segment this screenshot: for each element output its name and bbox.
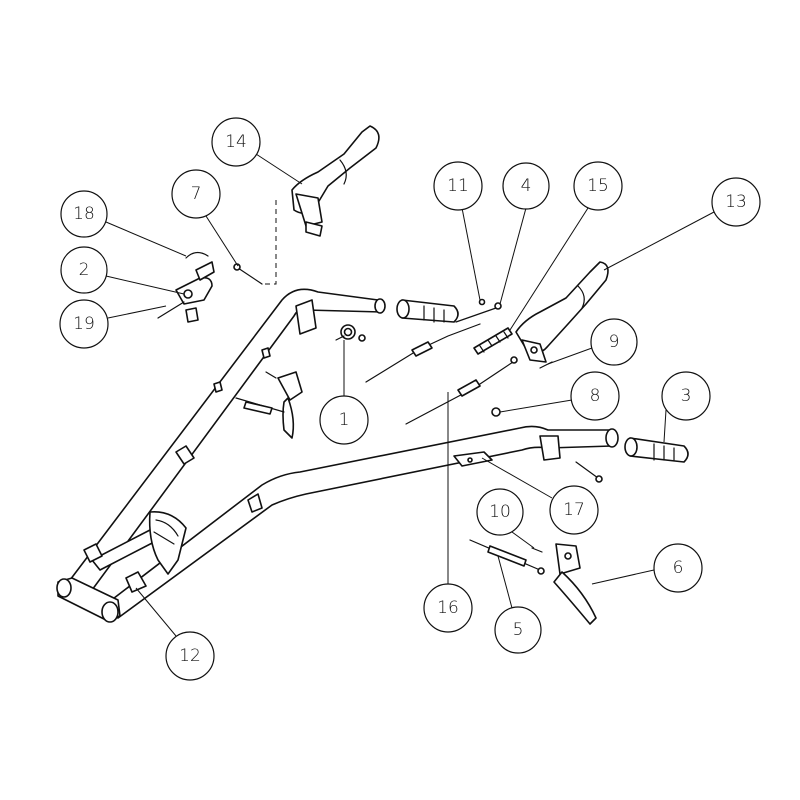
callout-11-label: 11 — [447, 176, 469, 196]
callout-14-label: 14 — [225, 132, 247, 152]
callout-13 — [711, 177, 761, 227]
callout-13-label: 13 — [725, 192, 747, 212]
callout-7-label: 7 — [191, 184, 202, 204]
callout-12 — [165, 631, 215, 681]
small-parts — [157, 125, 689, 625]
callout-11 — [433, 161, 483, 211]
callout-8-label: 8 — [590, 386, 601, 406]
callout-17 — [549, 485, 599, 535]
callout-19 — [59, 299, 109, 349]
callout-3 — [661, 371, 711, 421]
handle-frame — [56, 288, 619, 623]
callout-16 — [423, 583, 473, 633]
callout-14 — [211, 117, 261, 167]
callout-18-label: 18 — [73, 204, 95, 224]
callout-1 — [319, 395, 369, 445]
callout-15-label: 15 — [587, 176, 609, 196]
callout-6-label: 6 — [673, 558, 684, 578]
callout-9 — [590, 318, 638, 366]
callout-8 — [570, 371, 620, 421]
callout-19-label: 19 — [73, 314, 95, 334]
callout-2-label: 2 — [79, 260, 90, 280]
callout-7 — [171, 169, 221, 219]
callout-10 — [476, 488, 524, 536]
callout-18 — [60, 190, 108, 238]
callout-15 — [573, 161, 623, 211]
callout-5 — [494, 606, 542, 654]
callout-12-label: 12 — [179, 646, 201, 666]
callout-9-label: 9 — [609, 332, 620, 352]
callout-17-label: 17 — [563, 500, 585, 520]
callout-16-label: 16 — [437, 598, 459, 618]
callout-1-label: 1 — [339, 410, 350, 430]
callout-4 — [502, 162, 550, 210]
callout-6 — [653, 543, 703, 593]
callout-5-label: 5 — [513, 620, 524, 640]
callout-2 — [60, 246, 108, 294]
callout-10-label: 10 — [489, 502, 511, 522]
callout-3-label: 3 — [681, 386, 692, 406]
callout-4-label: 4 — [521, 176, 532, 196]
callouts: 1 2 3 4 5 6 7 8 9 10 — [59, 117, 761, 681]
